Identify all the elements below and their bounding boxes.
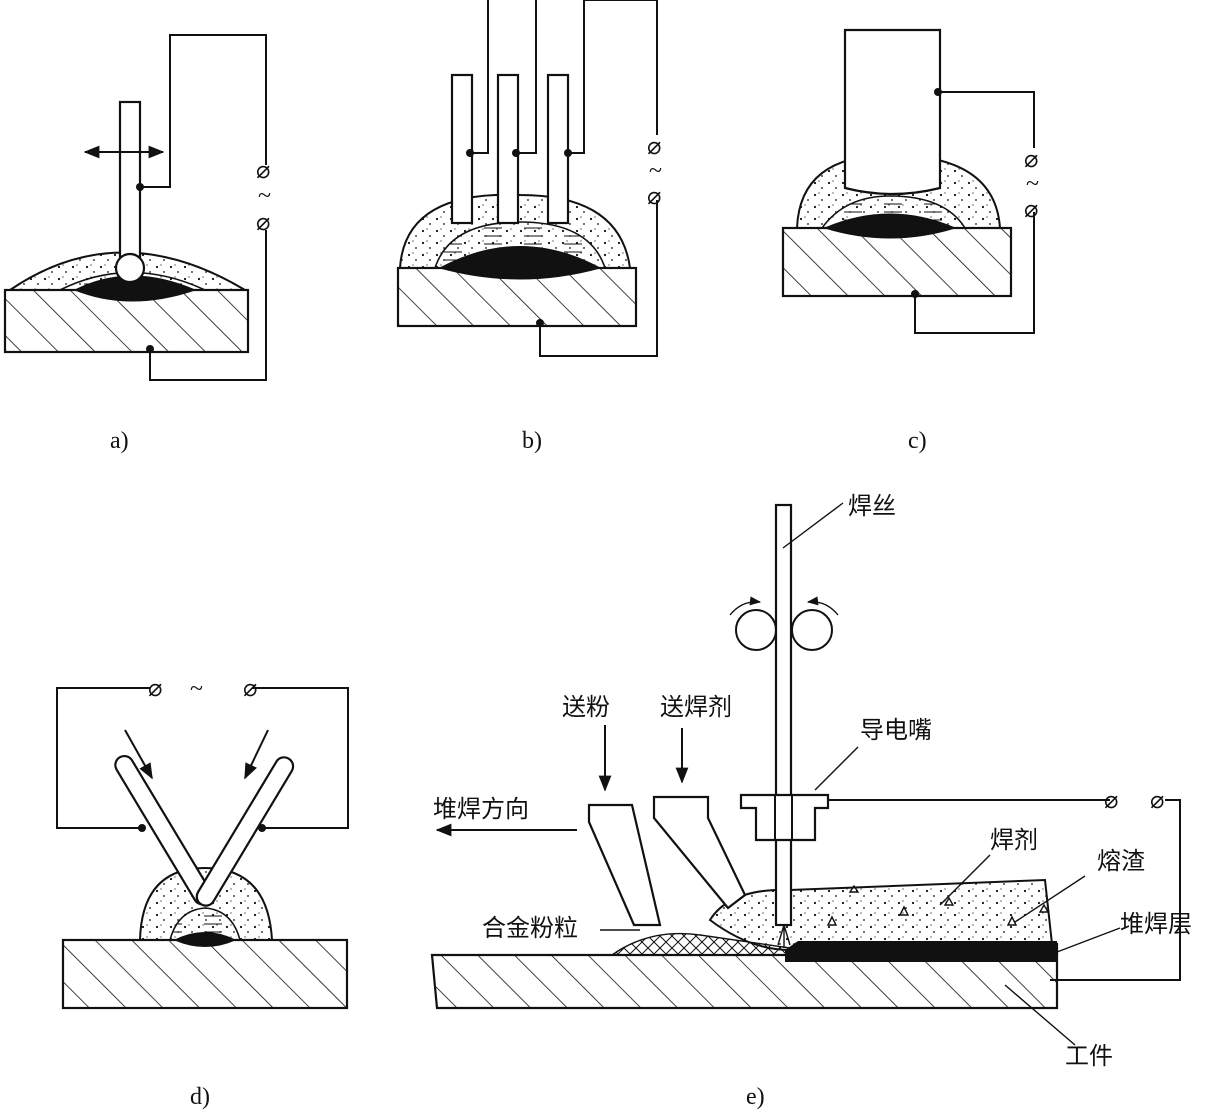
feed-powder-label: 送粉 xyxy=(562,693,610,721)
terminal-symbol: ⌀ xyxy=(647,184,661,210)
alloy-powder-label: 合金粉粒 xyxy=(482,914,578,942)
label-b: b) xyxy=(522,428,542,454)
terminal-symbol: ⌀ xyxy=(256,158,270,184)
panel-d: ⌀ ~ ⌀ d) xyxy=(56,676,349,1110)
ac-symbol: ~ xyxy=(649,158,662,184)
ac-symbol: ~ xyxy=(258,183,271,209)
terminal-symbol: ⌀ xyxy=(148,676,162,702)
direction-label: 堆焊方向 xyxy=(433,795,529,823)
workpiece-label: 工件 xyxy=(1065,1042,1113,1070)
wire-label: 焊丝 xyxy=(848,492,896,520)
label-c: c) xyxy=(908,428,927,454)
panel-c: ⌀ ~ ⌀ c) xyxy=(781,28,1039,454)
slag-label: 熔渣 xyxy=(1097,847,1145,875)
label-a: a) xyxy=(110,428,129,454)
ac-symbol: ~ xyxy=(1026,171,1039,197)
terminal-symbol: ⌀ xyxy=(647,134,661,160)
terminal-symbol: ⌀ xyxy=(1104,788,1118,814)
terminal-symbol: ⌀ xyxy=(243,676,257,702)
ac-symbol: ~ xyxy=(190,676,203,702)
flux-label: 焊剂 xyxy=(990,826,1038,854)
terminal-symbol: ⌀ xyxy=(1024,147,1038,173)
panel-a: ⌀ ~ ⌀ a) xyxy=(3,34,271,454)
overlay-layer-label: 堆焊层 xyxy=(1120,910,1192,938)
contact-tip-label: 导电嘴 xyxy=(860,716,932,744)
terminal-symbol: ⌀ xyxy=(1150,788,1164,814)
terminal-symbol: ⌀ xyxy=(1024,197,1038,223)
label-e: e) xyxy=(746,1084,765,1110)
panel-b: ⌀ ~ ⌀ b) xyxy=(396,0,662,454)
terminal-symbol: ⌀ xyxy=(256,210,270,236)
panel-e: ⌀ ⌀ 焊丝 送粉 送焊剂 导电嘴 堆焊方向 焊剂 熔渣 合金粉粒 堆焊层 工件… xyxy=(430,492,1192,1110)
label-d: d) xyxy=(190,1084,210,1110)
feed-flux-label: 送焊剂 xyxy=(660,693,732,721)
